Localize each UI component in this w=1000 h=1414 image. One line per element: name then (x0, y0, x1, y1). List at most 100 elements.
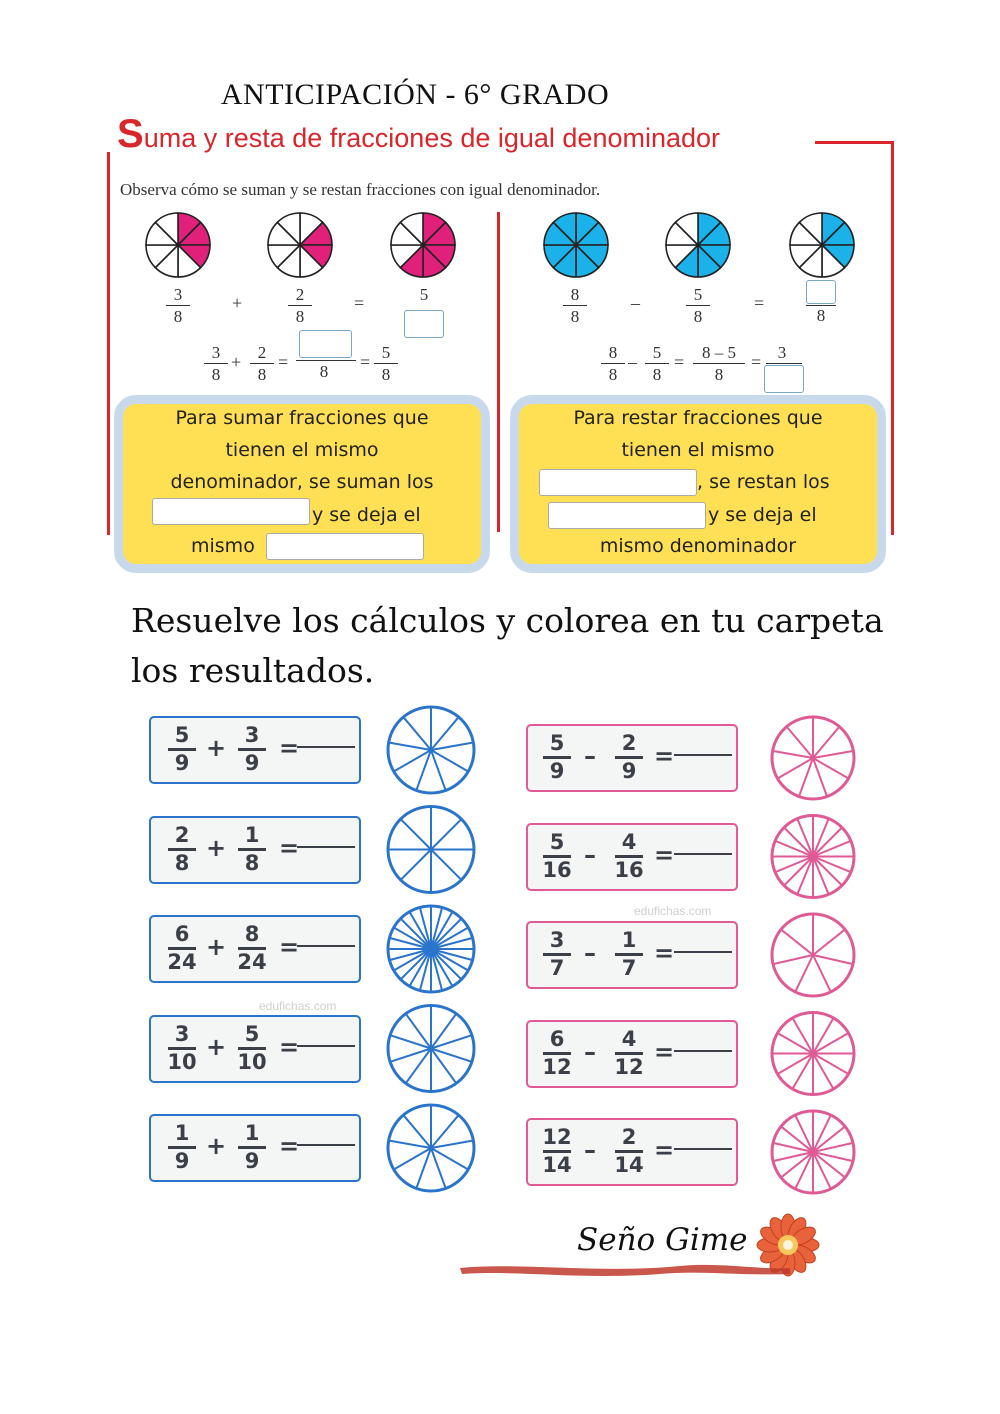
equals-sign: = (279, 1132, 300, 1160)
example-add-plus: + (232, 293, 243, 313)
wheel-spoke (812, 1114, 832, 1153)
fraction-bar (168, 1046, 196, 1050)
addition-fraction-wheel-2[interactable] (386, 805, 476, 894)
wheel-spoke (430, 948, 473, 962)
example-add-eq2-equals-2: = (360, 352, 371, 372)
minus-sign: – (584, 1037, 596, 1066)
example-add-result: 5 (419, 285, 429, 304)
flower-highlight (783, 1240, 793, 1250)
wheel-spoke (794, 954, 814, 993)
fraction-bar (615, 1150, 643, 1153)
addition-fraction-wheel-4[interactable] (386, 1004, 476, 1093)
example-sub-eq2-result: 3 (777, 343, 787, 362)
wheel-spoke (812, 749, 854, 759)
sub-rule-blank-2[interactable] (548, 502, 706, 529)
wheel-spoke (776, 1032, 814, 1055)
wheel-spoke (388, 1139, 432, 1149)
add-rule-line-5: mismo (191, 535, 255, 557)
wheel-spoke (812, 855, 843, 887)
numerator: 5 (244, 1021, 260, 1046)
lesson-subtitle: Suma y resta de fracciones de igual deno… (117, 112, 720, 157)
minus-sign: – (584, 1136, 596, 1164)
answer-line[interactable] (674, 1148, 732, 1150)
fraction-bar (238, 947, 266, 950)
subtraction-fraction-wheel-4[interactable] (770, 1011, 856, 1096)
plus-sign: + (206, 734, 227, 762)
subtitle-initial: S (117, 112, 144, 156)
flower-icon (756, 1213, 820, 1277)
answer-line[interactable] (674, 754, 732, 756)
addition-fraction-wheel-3[interactable] (386, 904, 476, 994)
add-rule-blank-1[interactable] (152, 498, 310, 525)
flower-petal (756, 1237, 784, 1253)
answer-line[interactable] (297, 845, 355, 848)
wheel-spoke (812, 1151, 854, 1163)
subtraction-fraction-wheel-5[interactable] (770, 1109, 856, 1195)
wheel-spoke (791, 1017, 814, 1055)
numerator: 5 (549, 731, 565, 755)
answer-line[interactable] (674, 1049, 732, 1052)
wheel-spoke (388, 741, 432, 751)
example-add-numerator-blank[interactable] (299, 330, 352, 358)
answer-line[interactable] (674, 951, 732, 953)
fraction-bar (615, 756, 643, 759)
flower-petal (769, 1217, 789, 1242)
wheel-spoke (430, 1114, 460, 1149)
wheel-spoke (430, 749, 469, 773)
answer-line[interactable] (297, 1044, 355, 1047)
answer-line[interactable] (297, 945, 355, 947)
sub-rule-line-4: y se deja el (708, 504, 817, 526)
wheel-spoke (812, 1125, 846, 1153)
subtraction-fraction-wheel-1[interactable] (770, 715, 856, 801)
example-sub-eq2-result-blank[interactable] (764, 365, 804, 393)
example-sub-result-blank[interactable] (806, 280, 836, 304)
fraction-bar (168, 947, 196, 950)
addition-fraction-wheel-5[interactable] (386, 1103, 476, 1193)
fraction-bar (238, 748, 266, 751)
answer-line[interactable] (674, 852, 732, 855)
wheel-spoke (393, 948, 432, 972)
sub-rule-blank-1[interactable] (539, 469, 697, 496)
denominator: 7 (621, 956, 637, 980)
wheel-spoke (393, 926, 432, 950)
equals-sign: = (654, 1037, 675, 1066)
answer-line[interactable] (297, 746, 355, 748)
answer-line[interactable] (297, 1144, 355, 1146)
example-circle-sector (276, 212, 301, 247)
wheel-spoke (812, 856, 830, 895)
flower-petal (791, 1244, 816, 1264)
wheel-spoke (774, 855, 814, 874)
plus-sign: + (206, 933, 227, 961)
fraction-bar (168, 1146, 196, 1149)
addition-fraction-wheel-1[interactable] (386, 705, 476, 795)
example-sub-circle-1 (543, 212, 609, 278)
equals-sign: = (279, 734, 300, 762)
numerator: 3 (174, 1021, 190, 1046)
denominator: 16 (614, 857, 644, 882)
fraction-bar (543, 1150, 571, 1153)
example-sub-minus: – (631, 293, 640, 313)
subtraction-fraction-wheel-2[interactable] (770, 814, 856, 899)
add-rule-blank-2[interactable] (266, 533, 424, 560)
sub-rule-line-1: Para restar fracciones que (573, 407, 823, 429)
example-add-circle-1 (145, 212, 211, 278)
numerator: 1 (174, 1121, 190, 1145)
plus-sign: + (206, 833, 227, 862)
numerator: 4 (621, 1026, 637, 1051)
example-add-result-blank[interactable] (404, 310, 444, 338)
numerator: 2 (621, 1125, 637, 1149)
flower-center (778, 1235, 798, 1255)
wheel-spoke (389, 1034, 432, 1050)
numerator: 1 (244, 822, 260, 847)
subtraction-fraction-wheel-3[interactable] (770, 912, 856, 998)
wheel-spoke (393, 1147, 432, 1171)
